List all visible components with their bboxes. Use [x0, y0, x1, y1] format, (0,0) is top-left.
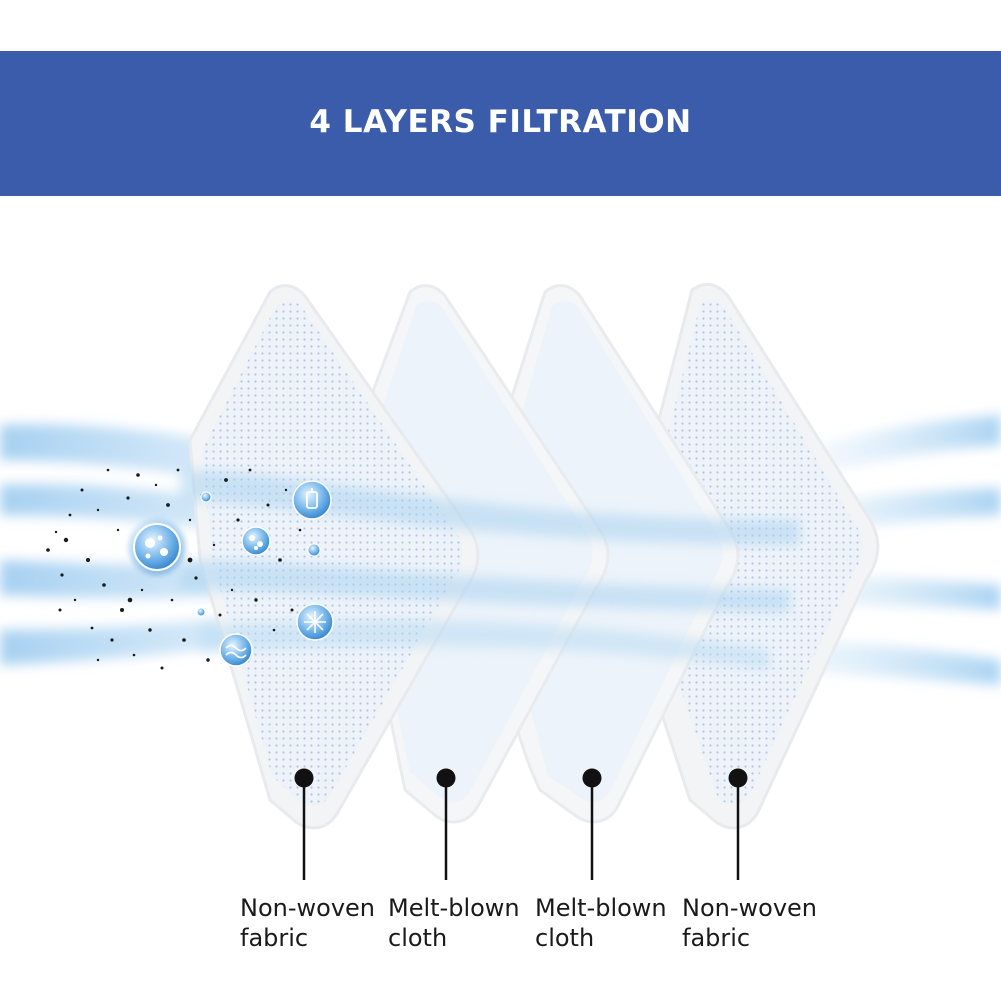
- layer-4-label: Non-woven fabric: [682, 893, 817, 953]
- layer-1-material: fabric: [240, 923, 375, 953]
- layer-markers: [295, 769, 748, 881]
- bacteria-icon: [242, 527, 270, 555]
- layer-3-label: Melt-blown cloth: [535, 893, 667, 953]
- layer-2-name: Melt-blown: [388, 893, 520, 923]
- layer-1-name: Non-woven: [240, 893, 375, 923]
- layer-4-material: fabric: [682, 923, 817, 953]
- layer-4-name: Non-woven: [682, 893, 817, 923]
- layer-3-material: cloth: [535, 923, 667, 953]
- layer-1-label: Non-woven fabric: [240, 893, 375, 953]
- layer-3-name: Melt-blown: [535, 893, 667, 923]
- layer-2-label: Melt-blown cloth: [388, 893, 520, 953]
- spray-icon: [293, 481, 331, 519]
- pollen-icon: [297, 604, 333, 640]
- layer-2-material: cloth: [388, 923, 520, 953]
- virus-icon: [129, 519, 185, 575]
- dust-icon: [220, 634, 252, 666]
